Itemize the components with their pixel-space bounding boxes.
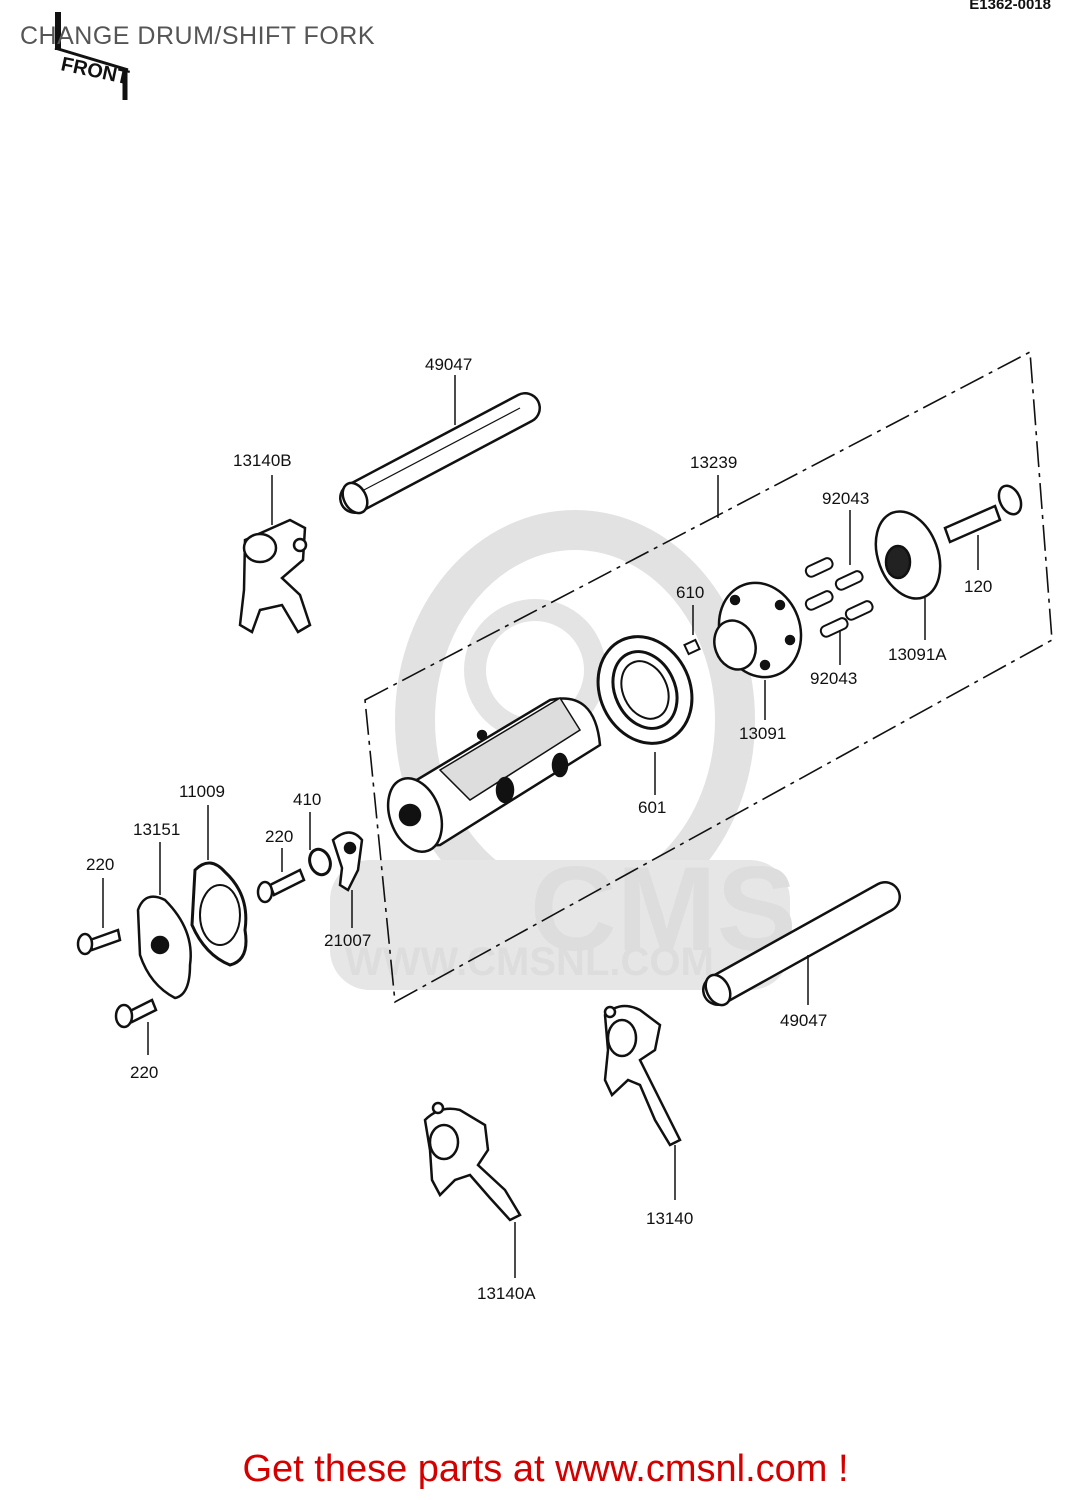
label-13140b: 13140B [233, 451, 292, 470]
bearing-601 [596, 635, 694, 745]
label-120: 120 [964, 577, 992, 596]
label-21007: 21007 [324, 931, 371, 950]
pin-holder-13091 [713, 581, 803, 679]
label-92043-upper: 92043 [822, 489, 869, 508]
pins-92043 [804, 557, 874, 638]
plate-13091a [874, 510, 942, 600]
bolt-120 [943, 484, 1023, 544]
label-49047-upper: 49047 [425, 355, 472, 374]
watermark-url: WWW.CMSNL.COM [345, 940, 714, 984]
label-610: 610 [676, 583, 704, 602]
label-601: 601 [638, 798, 666, 817]
shift-fork-13140a [423, 1101, 522, 1222]
label-220-bottom: 220 [130, 1063, 158, 1082]
shift-fork-13140 [603, 1004, 682, 1147]
bolt-220-mid [256, 868, 306, 904]
label-13091: 13091 [739, 724, 786, 743]
label-410: 410 [293, 790, 321, 809]
change-drum [386, 696, 602, 853]
label-13140: 13140 [646, 1209, 693, 1228]
label-13151: 13151 [133, 820, 180, 839]
diagram-title: CHANGE DRUM/SHIFT FORK [20, 22, 375, 50]
shift-rod-lower [702, 881, 901, 1007]
drum-assembly-outline [364, 350, 1053, 1004]
diagram-reference-id: E1362-0018 [969, 0, 1051, 13]
footer-cta-link[interactable]: Get these parts at www.cmsnl.com ! [242, 1448, 849, 1490]
label-11009: 11009 [179, 782, 225, 801]
washer-410 [308, 847, 332, 877]
label-49047-lower: 49047 [780, 1011, 827, 1030]
shift-rod-upper [339, 392, 541, 515]
label-220-mid: 220 [265, 827, 293, 846]
gasket-11009 [190, 861, 248, 967]
label-13091a: 13091A [888, 645, 947, 664]
cover-13151 [136, 895, 192, 1000]
label-220-left: 220 [86, 855, 114, 874]
cms-watermark: CMS WWW.CMSNL.COM [330, 510, 797, 990]
label-92043-lower: 92043 [810, 669, 857, 688]
label-13239: 13239 [690, 453, 737, 472]
pin-610 [683, 638, 701, 656]
shift-fork-13140b [238, 518, 312, 634]
lever-21007 [331, 831, 364, 892]
bolt-220-bottom [114, 998, 158, 1029]
label-13140a: 13140A [477, 1284, 536, 1303]
bolt-220-left [76, 928, 122, 956]
